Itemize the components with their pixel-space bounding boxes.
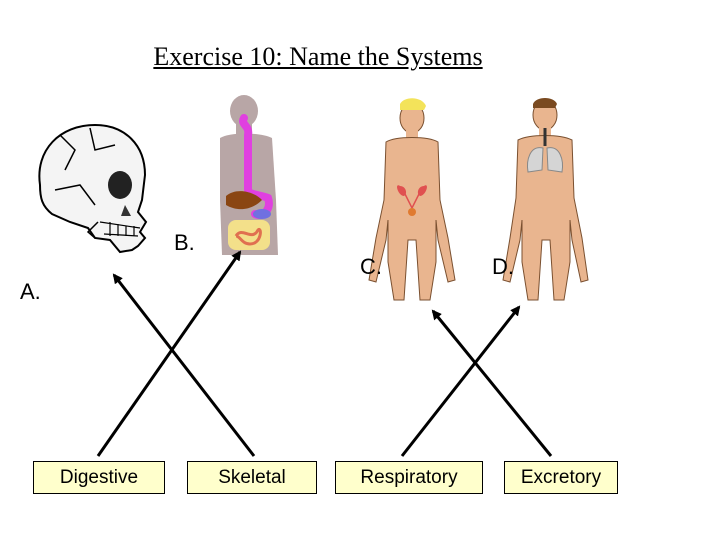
box-excretory: Excretory <box>504 461 618 494</box>
arrow-respiratory-to-d <box>400 305 521 457</box>
page-title: Exercise 10: Name the Systems <box>153 42 483 71</box>
arrow-excretory-to-c <box>431 309 553 457</box>
man-lungs-icon <box>502 98 589 301</box>
label-a: A. <box>20 279 41 304</box>
arrow-skeletal-to-a <box>112 273 256 457</box>
box-skeletal: Skeletal <box>187 461 317 494</box>
label-c: C. <box>360 254 382 279</box>
arrow-digestive-to-b <box>96 250 242 457</box>
label-b: B. <box>174 230 195 255</box>
skull-icon <box>38 123 148 254</box>
matching-arrows <box>96 250 553 457</box>
box-digestive: Digestive <box>33 461 165 494</box>
man-kidneys-icon <box>368 98 456 301</box>
label-d: D. <box>492 254 514 279</box>
digestive-torso-icon <box>220 95 278 255</box>
box-respiratory: Respiratory <box>335 461 483 494</box>
